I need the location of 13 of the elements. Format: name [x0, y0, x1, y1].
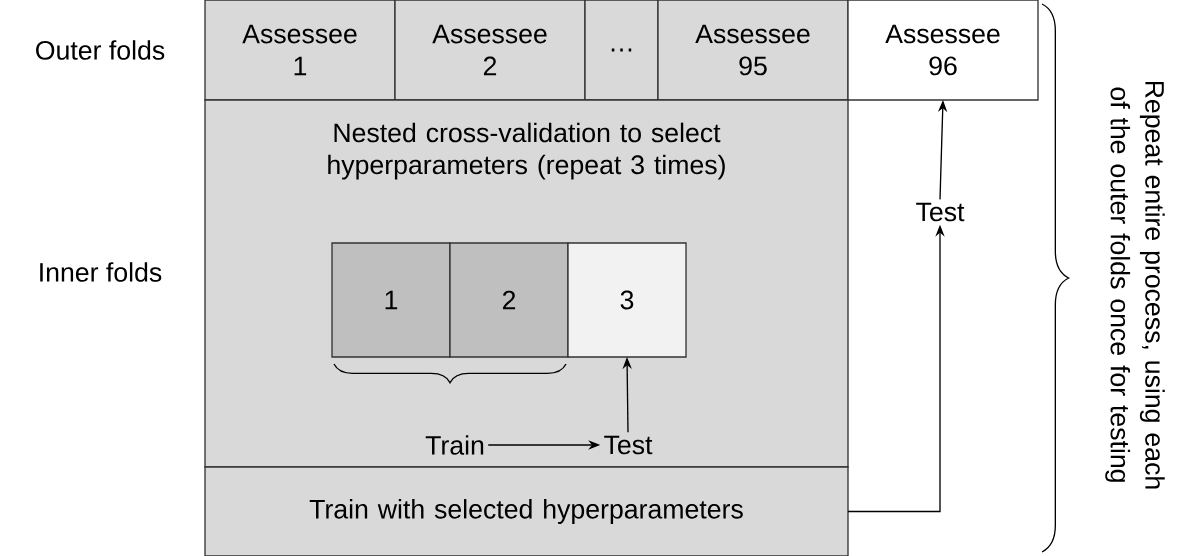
row-label: Outer folds [36, 40, 165, 60]
fold-box: Assessee 1 [204, 0, 396, 101]
fold-box: Assessee 96 [847, 0, 1039, 101]
text-label: Train [425, 435, 484, 455]
side-note: Repeat entire process, using each of the outer folds once for testing [1105, 81, 1165, 489]
fold-box: Train with selected hyperparameters [204, 466, 849, 556]
text-label: Test [916, 202, 965, 222]
row-label: Inner folds [40, 262, 162, 282]
text-label: Test [604, 435, 653, 455]
fold-box: 3 [567, 242, 687, 358]
fold-box: 1 [331, 242, 451, 358]
fold-box: 2 [449, 242, 569, 358]
fold-box: … [584, 0, 659, 101]
